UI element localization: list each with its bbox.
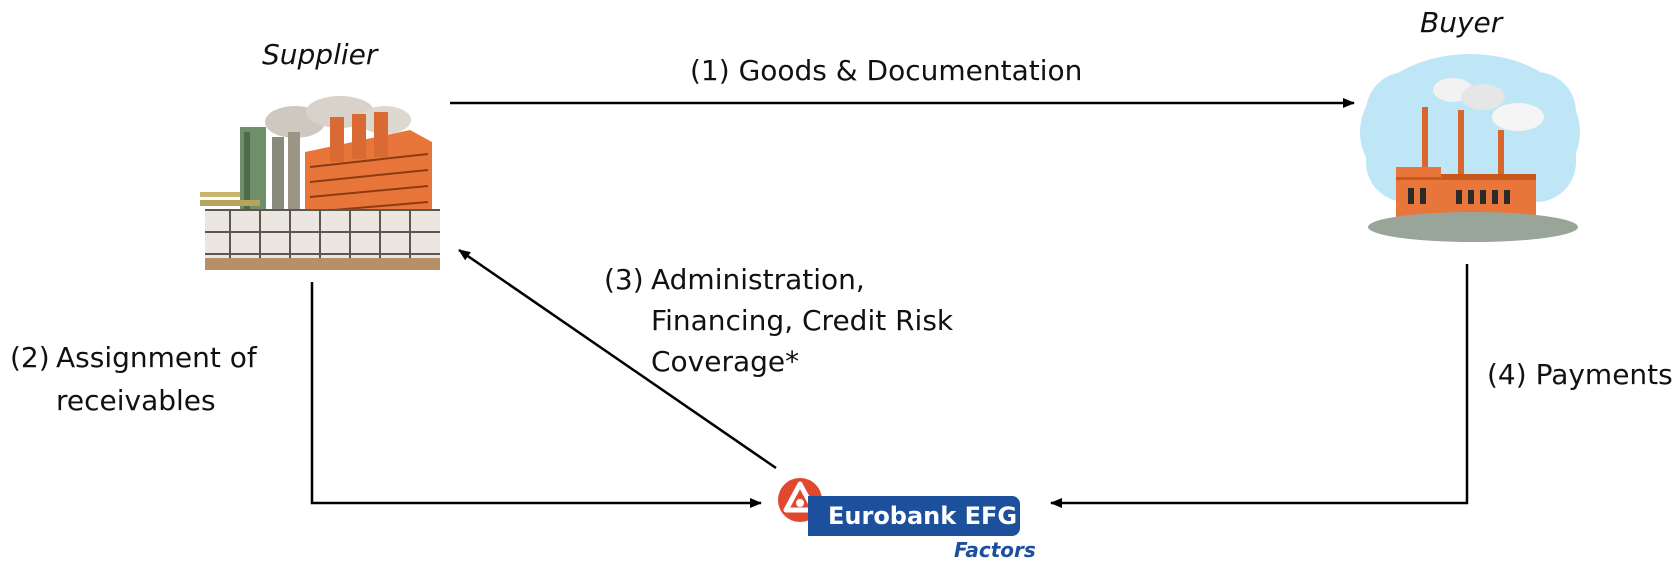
buyer-factory-image bbox=[1360, 54, 1580, 242]
payments-label: (4) Payments bbox=[1487, 358, 1673, 391]
assignment-number: (2) bbox=[10, 341, 50, 374]
buyer-label: Buyer bbox=[1420, 6, 1503, 39]
supplier-factory-image bbox=[200, 92, 450, 282]
services-line3: Coverage* bbox=[651, 345, 800, 378]
assignment-line1: Assignment of bbox=[56, 341, 257, 374]
eurobank-efg-factors-logo: Eurobank EFG Factors bbox=[776, 476, 1036, 564]
services-number: (3) bbox=[604, 263, 644, 296]
supplier-label: Supplier bbox=[262, 38, 378, 71]
services-line1: Administration, bbox=[651, 263, 865, 296]
goods-documentation-label: (1) Goods & Documentation bbox=[690, 54, 1083, 87]
arrow-services bbox=[458, 248, 777, 470]
arrow-payments bbox=[1050, 264, 1469, 508]
logo-sub: Factors bbox=[954, 538, 1036, 562]
assignment-line2: receivables bbox=[56, 384, 216, 417]
arrow-assignment bbox=[310, 282, 762, 508]
logo-banner bbox=[808, 496, 1020, 536]
logo-name: Eurobank EFG bbox=[828, 502, 1018, 530]
services-line2: Financing, Credit Risk bbox=[651, 304, 954, 337]
